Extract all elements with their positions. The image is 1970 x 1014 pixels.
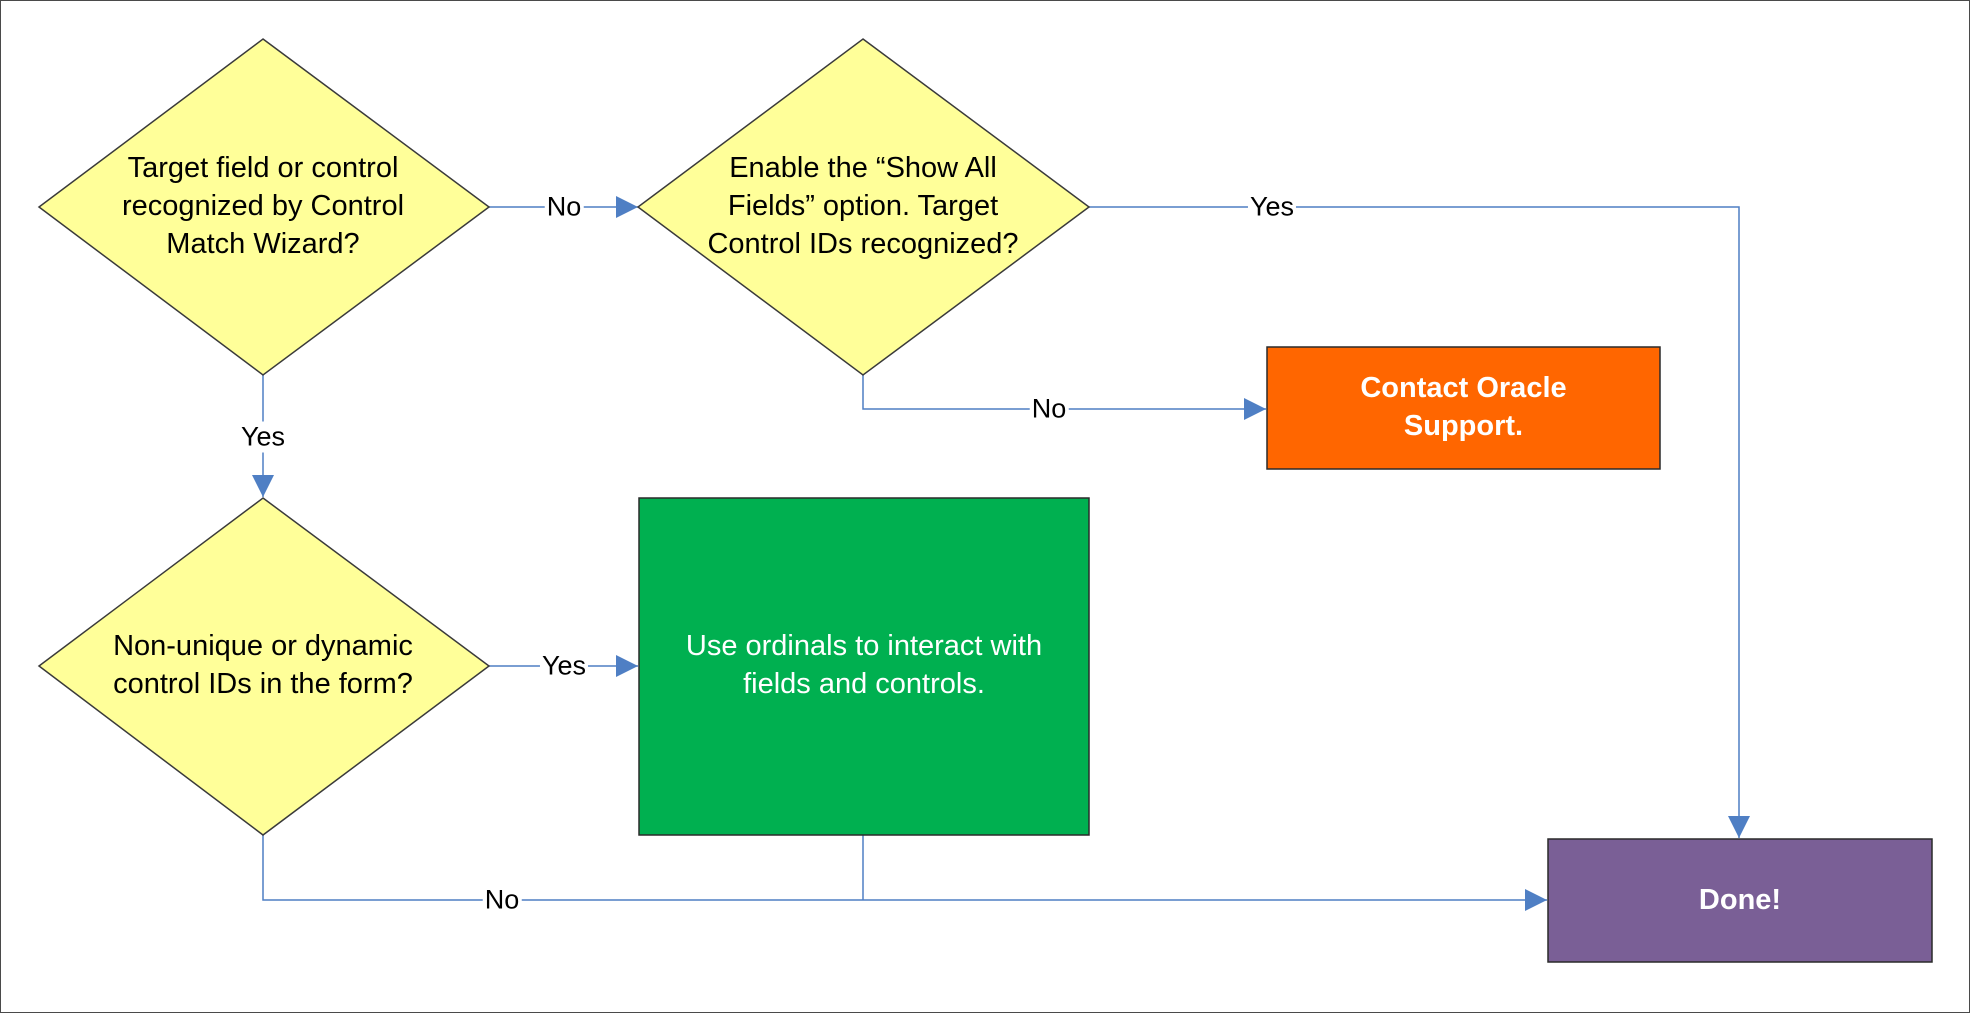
contact-support-label: Contact Oracle Support. <box>1360 372 1567 442</box>
contact-support-shape <box>1266 346 1661 470</box>
action-ordinals-shape <box>638 497 1090 836</box>
decision-show-all-shape <box>636 38 1091 376</box>
done-shape <box>1547 838 1933 963</box>
edge-show-all-no <box>862 375 1266 420</box>
decision-recognized-shape <box>37 38 491 376</box>
edge-recognized-no-label: No <box>544 191 584 223</box>
decision-recognized-label: Target field or control recognized by Co… <box>121 152 405 260</box>
action-ordinals-label: Use ordinals to interact with fields and… <box>685 630 1043 700</box>
decision-nonunique-label: Non-unique or dynamic control IDs in the… <box>113 630 413 700</box>
done-label: Done! <box>1698 883 1782 916</box>
edge-show-all-yes <box>1089 206 1750 838</box>
decision-show-all-label: Enable the “Show All Fields” option. Tar… <box>707 152 1019 260</box>
edge-recognized-yes-label: Yes <box>238 421 288 453</box>
edge-nonunique-yes-label: Yes <box>539 650 589 682</box>
edge-show-all-yes-label: Yes <box>1247 191 1297 223</box>
edge-nonunique-no-label: No <box>482 884 522 916</box>
edge-show-all-no-label: No <box>1029 393 1069 425</box>
edge-nonunique-no <box>262 835 1547 911</box>
decision-nonunique-shape <box>37 497 491 836</box>
